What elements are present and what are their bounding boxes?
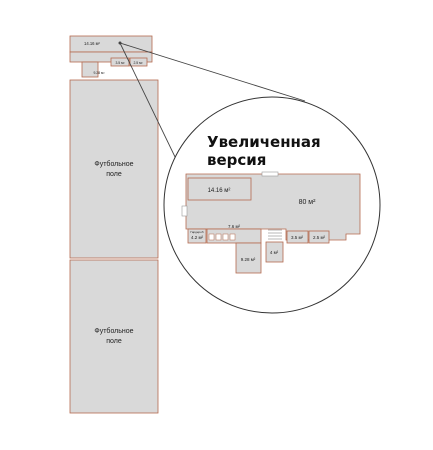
room-3-5-label: 3.5 м²: [291, 235, 304, 240]
overview-tiny-label-1: 3.5 м²: [115, 61, 125, 65]
football-field-bottom-label-1: Футбольное: [94, 327, 133, 335]
zoom-plan: 14.16 м² 80 м² 14.16 м² Гардероб 4.2 м² …: [181, 171, 361, 274]
football-field-top: Футбольное поле: [69, 79, 159, 259]
zoom-title-line2: версия: [207, 151, 266, 169]
room-2-5: [308, 230, 330, 244]
zoom-title-line1: Увеличенная: [207, 133, 321, 151]
room-7-6-label: 7.6 м²: [228, 224, 241, 229]
room-80-label: 80 м²: [299, 199, 317, 206]
overview-small-room-label: 14.16 м²: [84, 41, 101, 46]
football-field-top-label-1: Футбольное: [94, 160, 133, 168]
room-4: [265, 241, 284, 263]
room-3-5: [286, 230, 309, 244]
room-2-5-label: 2.5 м²: [313, 235, 326, 240]
room-4-label: 4 м²: [270, 250, 279, 255]
door-top: [261, 171, 279, 177]
room-4-2-label: 4.2 м²: [191, 235, 204, 240]
football-field-bottom-label-2: поле: [106, 338, 122, 345]
room-cloak-label: Гардероб: [190, 230, 203, 234]
door-left: [181, 205, 188, 217]
zoom-circle: Увеличенная версия 14.16 м² 80 м² 14.16 …: [163, 96, 381, 314]
room-14-16-label-overlay: 14.16 м²: [208, 188, 231, 194]
overview-tiny-label-2: 2.5 м²: [133, 61, 143, 65]
overview-top-plan: 14.16 м² 3.5 м² 2.5 м² 9.28 м²: [69, 35, 153, 78]
room-9-28-label: 9.28 м²: [241, 257, 256, 262]
room-9-28: [235, 242, 262, 274]
football-field-bottom: Футбольное поле: [69, 259, 159, 414]
stairs-icon: [268, 229, 282, 240]
room-cloak: [187, 228, 207, 244]
football-field-top-label-2: поле: [106, 171, 122, 178]
overview-tiny-label-3: 9.28 м²: [93, 71, 105, 75]
